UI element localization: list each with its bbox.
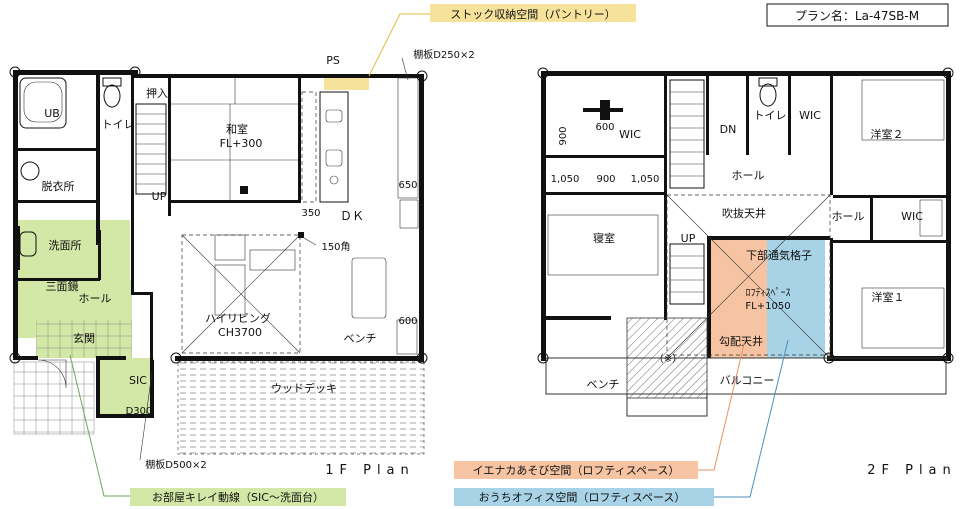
washer	[20, 161, 40, 181]
sic-zone	[96, 358, 154, 418]
loft-office-zone	[767, 240, 825, 358]
label-pillar: 150角	[321, 241, 350, 253]
bed-room2	[861, 79, 945, 141]
label-kabu-tsuuki: 下部通気格子	[746, 248, 812, 262]
toilet-2f	[759, 83, 777, 107]
label-sanmenkyo: 三面鏡	[46, 279, 79, 293]
stairs-1f	[135, 103, 167, 195]
office-callout-bg	[454, 488, 714, 506]
title-1f: 1F Plan	[325, 463, 415, 478]
kirei-callout: お部屋キレイ動線（SIC～洗面台）	[152, 490, 324, 504]
label-ps: PS	[326, 54, 340, 67]
label-hall-right: ホール	[832, 210, 865, 223]
title-2f: 2F Plan	[867, 463, 957, 478]
label-600-2f: 600	[595, 122, 614, 133]
label-washitsu: 和室	[226, 122, 248, 136]
loft-play-zone	[711, 240, 767, 358]
play-callout: イエナカあそび空間（ロフティスペース）	[473, 463, 680, 477]
label-bench-1f: ベンチ	[344, 332, 377, 345]
toilet-1f	[103, 84, 121, 108]
play-callout-bg	[454, 461, 698, 479]
label-900-vertical: 900	[558, 126, 569, 145]
label-fukinuke: 吹抜天井	[722, 206, 766, 220]
label-youshitsu2: 洋室２	[871, 127, 904, 141]
balcony	[545, 357, 947, 395]
kirei-callout-bg	[130, 488, 346, 506]
bed-master	[547, 214, 659, 276]
label-600-1f: 600	[398, 316, 417, 327]
tatami-grid	[171, 78, 298, 200]
label-living-ch: CH3700	[218, 326, 262, 339]
kirei-leader	[69, 354, 130, 497]
label-dk: ＤＫ	[340, 209, 364, 223]
label-living: ハイリビング	[205, 311, 271, 325]
office-leader	[714, 339, 789, 498]
label-koubai: 勾配天井	[719, 334, 763, 348]
label-bedroom: 寝室	[593, 231, 615, 245]
genkan-tile	[36, 320, 132, 358]
label-wic-right: WIC	[901, 210, 923, 223]
pantry-leader	[368, 13, 430, 77]
label-bench-2f: ベンチ	[587, 378, 620, 391]
label-dim-b: 900	[596, 174, 615, 185]
shelf-top-callout: 棚板D250×2	[413, 48, 475, 61]
label-wic-mid: WIC	[799, 109, 821, 122]
label-toilet-1f: トイレ	[102, 118, 135, 131]
label-dn: DN	[720, 123, 737, 136]
label-350: 350	[301, 208, 320, 219]
label-youshitsu1: 洋室１	[872, 290, 905, 304]
label-hall-top: ホール	[732, 169, 765, 182]
label-loft: ﾛﾌﾃｨｽﾍﾟｰｽ	[746, 287, 791, 299]
label-wooddeck: ウッドデッキ	[271, 381, 337, 395]
office-callout: おうちオフィス空間（ロフティスペース）	[479, 490, 686, 504]
label-note: （※）	[654, 353, 682, 365]
label-washitsu-level: FL+300	[220, 137, 263, 150]
label-loft-level: FL+1050	[745, 301, 790, 312]
plan-name-box	[766, 3, 949, 27]
label-oshiire: 押入	[146, 86, 168, 100]
label-datsuijo: 脱衣所	[42, 179, 75, 193]
label-up-2f: UP	[681, 232, 696, 245]
wood-deck	[177, 361, 425, 455]
label-up-1f: UP	[152, 190, 167, 203]
label-senmenjo: 洗面所	[49, 239, 82, 252]
bathtub	[19, 77, 67, 129]
pantry-callout: ストック収納空間（パントリー）	[450, 7, 616, 21]
label-sic: SIC	[129, 374, 147, 387]
kitchen-counter	[319, 91, 349, 203]
label-dim-a: 1,050	[551, 174, 580, 185]
label-d300: D300	[126, 406, 153, 417]
label-balcony: バルコニー	[720, 374, 775, 387]
shelf-bottom-callout: 棚板D500×2	[145, 458, 207, 471]
stairs-2f	[669, 79, 705, 305]
pantry-zone	[324, 76, 369, 90]
play-leader	[698, 339, 746, 471]
label-wic-left: WIC	[619, 128, 641, 141]
plan-name: プラン名：La-47SB-M	[795, 8, 919, 23]
entrance-porch	[13, 361, 95, 435]
label-650: 650	[398, 180, 417, 191]
label-toilet-2f: トイレ	[754, 109, 787, 122]
label-dim-c: 1,050	[631, 174, 660, 185]
label-hall-1f: ホール	[79, 292, 112, 305]
dining-table	[351, 257, 387, 319]
label-ub: UB	[44, 107, 60, 120]
hatched-area	[626, 317, 708, 399]
pantry-callout-bg	[430, 4, 636, 22]
senmen-zone	[16, 220, 130, 280]
label-genkan: 玄関	[73, 331, 95, 345]
living-ceiling	[181, 234, 301, 354]
bed-room1	[861, 287, 945, 349]
